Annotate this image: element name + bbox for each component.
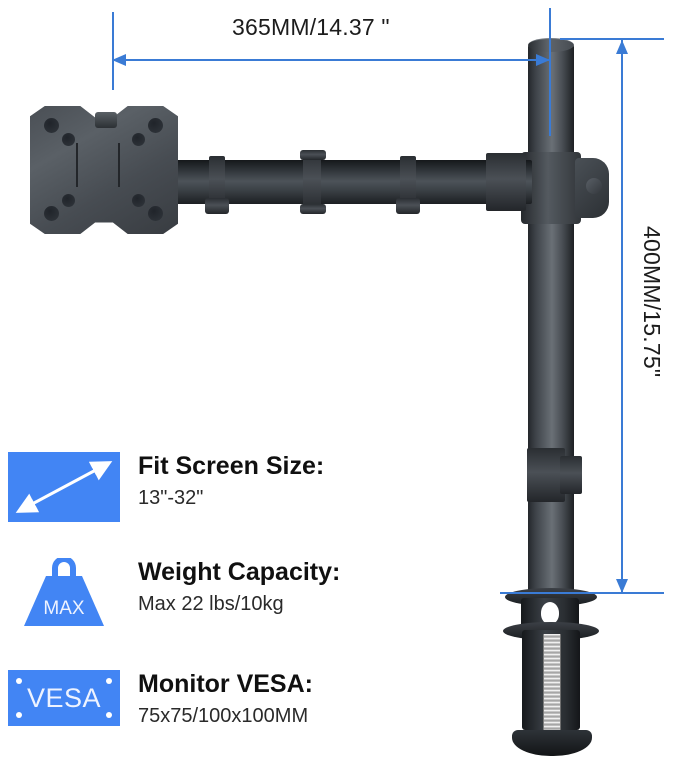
max-weight-icon: MAX [8,556,120,630]
vesa-icon-dot-tl [16,678,22,684]
vesa-icon-dot-tr [106,678,112,684]
feature-weight-capacity: MAX Weight Capacity: Max 22 lbs/10kg [8,556,340,630]
monitor-vesa-title: Monitor VESA: [138,670,313,698]
monitor-vesa-text: Monitor VESA: 75x75/100x100MM [138,670,313,728]
clamp-threaded-screw [543,634,561,738]
monitor-vesa-value: 75x75/100x100MM [138,704,309,727]
vesa-slot-right [118,143,120,187]
vesa-hole-5 [62,133,75,146]
fit-screen-size-value: 13"-32" [138,486,204,509]
vesa-slot-left [76,143,78,187]
pole-cable-clip [527,448,565,502]
mount-pole [528,44,574,604]
pole-cable-clip-tab [560,456,582,494]
collar-knob-center [586,178,602,194]
pole-height-ext-top [560,38,664,40]
vesa-plate-icon: VESA [8,670,120,726]
arm-reach-arrow-left [112,54,126,66]
arm-cable-clip-1 [209,156,225,208]
pole-top-cap [528,38,574,52]
arm-pole-joint [486,153,526,211]
vesa-hole-4 [148,206,163,221]
pole-height-arrow-top [616,40,628,54]
arm-cable-clip-2-bottom [300,204,326,214]
feature-monitor-vesa: VESA Monitor VESA: 75x75/100x100MM [8,670,313,728]
vesa-icon-label: VESA [26,682,102,713]
feature-fit-screen-size: Fit Screen Size: 13"-32" [8,452,324,522]
arm-cable-clip-2 [303,152,321,212]
vesa-icon-dot-bl [16,712,22,718]
vesa-hole-8 [132,194,145,207]
vesa-hole-6 [132,133,145,146]
vesa-icon-dot-br [106,712,112,718]
vesa-hole-7 [62,194,75,207]
fit-screen-size-text: Fit Screen Size: 13"-32" [138,452,324,510]
pole-height-arrow-bottom [616,579,628,593]
arm-cable-clip-1-tab [205,198,229,214]
vesa-hole-3 [44,206,59,221]
weight-capacity-text: Weight Capacity: Max 22 lbs/10kg [138,558,340,616]
pole-height-dim-line [621,40,623,593]
screen-diagonal-icon [8,452,120,522]
arm-reach-dim-line [114,59,550,61]
pole-height-label: 400MM/15.75" [639,226,665,378]
arm-reach-ext-right [549,8,551,136]
weight-shape-svg [24,556,104,626]
pole-height-ext-bottom [500,592,664,594]
vesa-hole-2 [148,118,163,133]
arm-cable-clip-3 [400,156,416,208]
plate-tilt-pivot [95,112,117,128]
arm-cable-clip-3-tab [396,198,420,214]
weight-capacity-title: Weight Capacity: [138,558,341,586]
fit-screen-size-title: Fit Screen Size: [138,452,325,480]
weight-capacity-value: Max 22 lbs/10kg [138,592,284,615]
arm-cable-clip-2-top [300,150,326,160]
clamp-foot-pad [512,730,592,756]
screen-diagonal-arrow-svg [15,461,113,513]
arm-reach-label: 365MM/14.37 " [232,14,390,40]
max-weight-icon-label: MAX [43,598,85,619]
arm-reach-ext-left [112,12,114,90]
clamp-cable-hole [541,602,559,624]
arm-reach-arrow-right [536,54,550,66]
vesa-hole-1 [44,118,59,133]
